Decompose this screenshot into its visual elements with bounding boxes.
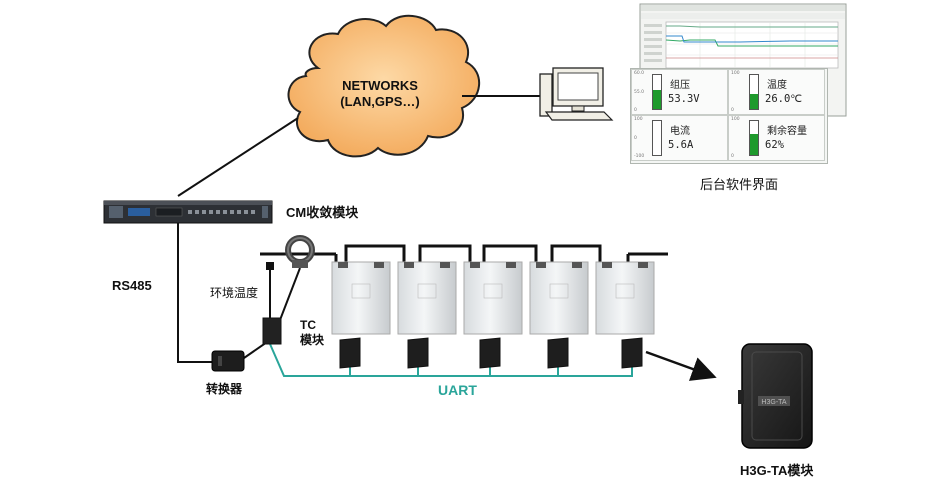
ta-module xyxy=(547,337,569,369)
readout-current: 100 0 -100 电流 5.6A xyxy=(631,115,728,161)
battery-cells xyxy=(331,261,655,335)
cm-module-label: CM收敛模块 xyxy=(286,205,359,220)
zoom-arrow xyxy=(645,350,717,381)
battery-cell xyxy=(529,261,589,335)
readout-voltage: 60.0 55.0 0 组压 53.3V xyxy=(631,69,728,115)
ta-module xyxy=(339,337,361,369)
current-clamp-sensor xyxy=(285,235,315,268)
h3g-case-label: H3G-TA xyxy=(761,399,786,406)
battery-cell xyxy=(397,261,457,335)
network-cloud xyxy=(287,14,481,158)
capacity-value: 62% xyxy=(765,139,784,151)
h3g-ta-enclosure: H3G-TA xyxy=(738,343,813,449)
rs485-bus xyxy=(177,222,212,363)
voltage-level-bar xyxy=(652,74,662,110)
ambient-temp-probe xyxy=(266,262,274,270)
capacity-label: 剩余容量 xyxy=(767,126,807,137)
temperature-level-bar xyxy=(749,74,759,110)
network-cloud-label: NETWORKS (LAN,GPS…) xyxy=(320,78,440,110)
network-title: NETWORKS xyxy=(342,78,418,93)
ta-module xyxy=(621,337,643,369)
voltage-label: 组压 xyxy=(670,80,690,91)
battery-bus xyxy=(260,244,668,262)
battery-cell xyxy=(331,261,391,335)
computer-icon xyxy=(539,67,614,121)
temperature-value: 26.0℃ xyxy=(765,93,803,105)
battery-cell xyxy=(595,261,655,335)
converter-label: 转换器 xyxy=(206,382,243,396)
ta-module xyxy=(407,337,429,369)
cm-module-device xyxy=(103,200,273,224)
readout-temperature: 100 0 温度 26.0℃ xyxy=(728,69,825,115)
network-subtitle: (LAN,GPS…) xyxy=(340,94,420,109)
current-label: 电流 xyxy=(670,126,690,137)
readout-capacity: 100 0 剩余容量 62% xyxy=(728,115,825,161)
uart-chain xyxy=(269,343,633,377)
cloud-to-cm-link xyxy=(177,117,299,197)
ambient-temp-label: 环境温度 xyxy=(210,286,259,300)
tc-label-line1: TC xyxy=(300,318,316,332)
h3g-ta-label: H3G-TA模块 xyxy=(740,463,814,478)
battery-cell xyxy=(463,261,523,335)
capacity-level-bar xyxy=(749,120,759,156)
tc-module-device xyxy=(262,317,282,345)
clamp-to-tc-link xyxy=(279,267,301,321)
voltage-value: 53.3V xyxy=(668,93,700,105)
current-value: 5.6A xyxy=(668,139,694,151)
uart-label: UART xyxy=(438,382,477,398)
ta-module xyxy=(479,337,501,369)
ta-modules xyxy=(339,337,643,369)
software-readout-grid: 60.0 55.0 0 组压 53.3V 100 0 温度 26.0℃ 100 … xyxy=(630,68,828,164)
converter-device xyxy=(211,350,245,372)
temperature-label: 温度 xyxy=(767,80,787,91)
network-links xyxy=(177,95,540,363)
software-caption: 后台软件界面 xyxy=(700,178,779,193)
tc-label-line2: 模块 xyxy=(300,333,325,347)
current-level-bar xyxy=(652,120,662,156)
rs485-label: RS485 xyxy=(112,278,152,293)
tc-module-label: TC 模块 xyxy=(300,318,324,348)
